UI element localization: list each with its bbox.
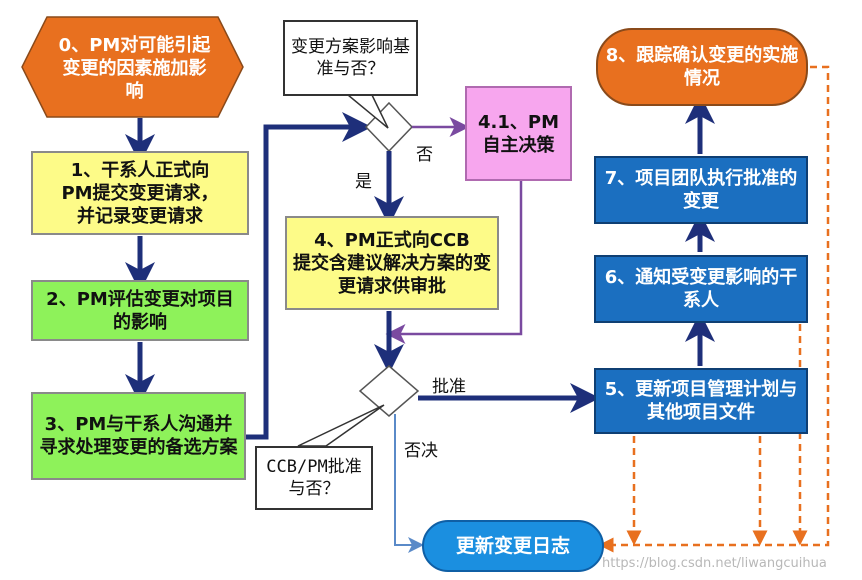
node-s8-text: 8、跟踪确认变更的实施情况 (605, 45, 799, 89)
node-s2: 2、PM评估变更对项目的影响 (31, 280, 249, 341)
node-s7-text: 7、项目团队执行批准的变更 (604, 168, 798, 212)
node-s6: 6、通知受变更影响的干系人 (594, 255, 808, 323)
node-s1-line3: 并记录变更请求 (77, 205, 203, 227)
node-s4: 4、PM正式向CCB 提交含建议解决方案的变更请求供审批 (285, 216, 499, 310)
decision-ccb-diamond (358, 365, 420, 417)
arrow-s41-to-q2 (385, 181, 523, 344)
node-s3-text: 3、PM与干系人沟通并寻求处理变更的备选方案 (39, 414, 238, 458)
dashed-s8-to-log (598, 65, 830, 553)
q2-callout-pointer (297, 404, 385, 447)
node-s1: 1、干系人正式向 PM提交变更请求， 并记录变更请求 (31, 151, 249, 235)
node-s1-line1: 1、干系人正式向 (70, 159, 210, 181)
label-approve: 批准 (432, 377, 466, 397)
node-s1-line2: PM提交变更请求， (61, 182, 219, 204)
label-reject: 否决 (404, 441, 438, 461)
node-s7: 7、项目团队执行批准的变更 (594, 156, 808, 224)
arrow-q2-to-log (394, 414, 424, 553)
node-s8: 8、跟踪确认变更的实施情况 (596, 28, 808, 106)
node-log: 更新变更日志 (422, 520, 604, 572)
node-s5: 5、更新项目管理计划与其他项目文件 (594, 368, 808, 434)
node-s4-line2: 提交含建议解决方案的变更请求供审批 (293, 252, 491, 297)
node-s5-text: 5、更新项目管理计划与其他项目文件 (604, 379, 798, 423)
node-s2-text: 2、PM评估变更对项目的影响 (46, 288, 234, 333)
label-yes: 是 (355, 172, 372, 192)
node-start: 0、PM对可能引起变更的因素施加影响 (52, 22, 217, 114)
node-q-ccb-text: CCB/PM批准与否？ (266, 457, 362, 499)
node-log-text: 更新变更日志 (455, 534, 570, 557)
arrow-s3-to-q1 (246, 112, 372, 440)
node-s4-line1: 4、PM正式向CCB (314, 229, 470, 251)
node-s41-text: 4.1、PM自主决策 (478, 111, 559, 156)
node-q-baseline-text: 变更方案影响基准与否？ (291, 37, 410, 79)
watermark: https://blog.csdn.net/liwangcuihua (602, 556, 827, 571)
node-q-baseline: 变更方案影响基准与否？ (283, 20, 418, 96)
node-s6-text: 6、通知受变更影响的干系人 (604, 267, 798, 311)
node-q-ccb: CCB/PM批准与否？ (255, 446, 373, 510)
node-s3: 3、PM与干系人沟通并寻求处理变更的备选方案 (31, 392, 246, 480)
start-hexagon (21, 16, 244, 118)
label-no: 否 (416, 145, 433, 165)
node-start-text: 0、PM对可能引起变更的因素施加影响 (58, 34, 211, 102)
node-s41: 4.1、PM自主决策 (465, 86, 572, 181)
